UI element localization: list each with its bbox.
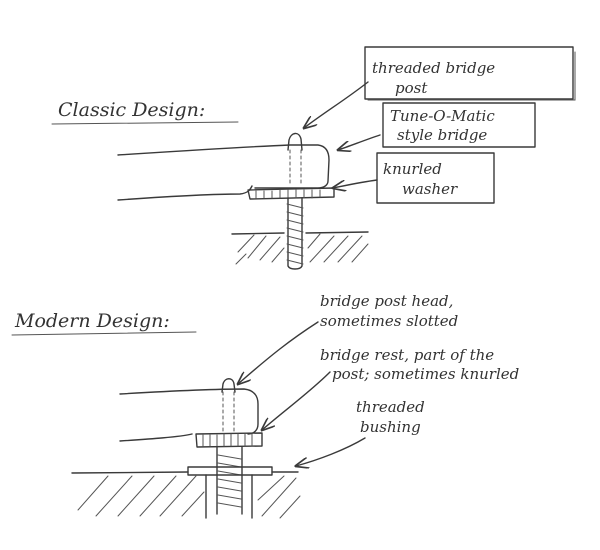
- arrow-to-post: [304, 81, 369, 128]
- bridge-post-head-label: sometimes slotted: [320, 312, 458, 330]
- modern-design-heading: Modern Design:: [14, 310, 170, 332]
- label-line: knurled: [383, 160, 442, 178]
- label-box: [382, 102, 536, 148]
- classic-design-heading: Classic Design:: [58, 99, 205, 121]
- label-box: [376, 152, 495, 204]
- arrow-to-bridge-rest: [262, 371, 331, 430]
- modern-bridge-drawing: [71, 378, 301, 519]
- knurled-washer-label: knurled washer: [376, 152, 495, 204]
- modern-heading-underline: [11, 331, 197, 336]
- label-box: [364, 46, 574, 100]
- tune-o-matic-label: Tune-O-Matic style bridge: [382, 102, 536, 148]
- threaded-bushing-label: bushing: [360, 418, 421, 436]
- classic-bridge-drawing: [117, 132, 369, 270]
- bridge-rest-label: post; sometimes knurled: [332, 365, 519, 383]
- threaded-bridge-post-label: threaded bridge post: [364, 46, 576, 101]
- threaded-bushing-label: threaded: [356, 398, 425, 416]
- label-line: style bridge: [397, 126, 487, 144]
- arrow-to-bridge: [338, 134, 381, 150]
- bridge-post-head-label: bridge post head,: [320, 292, 453, 310]
- label-line: Tune-O-Matic: [390, 107, 495, 125]
- label-line: washer: [402, 180, 458, 198]
- label-line: post: [395, 79, 428, 97]
- arrow-to-washer: [333, 179, 378, 188]
- label-line: threaded bridge: [372, 59, 495, 77]
- arrow-to-post-head: [238, 321, 319, 384]
- classic-heading-underline: [51, 121, 239, 125]
- arrow-to-bushing: [296, 437, 366, 466]
- bridge-rest-label: bridge rest, part of the: [320, 346, 494, 364]
